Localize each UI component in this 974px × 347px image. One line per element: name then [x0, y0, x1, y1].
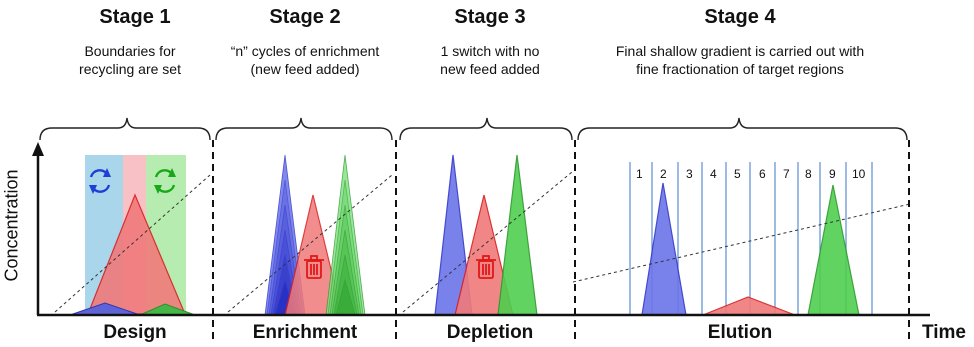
- phase-label-design: Design: [103, 322, 167, 343]
- stage-1-brace: [39, 117, 211, 141]
- stage-4-desc-line1: Final shallow gradient is carried out wi…: [615, 43, 865, 59]
- fraction-label-5: 5: [734, 167, 741, 181]
- elution-green-peak: [807, 184, 860, 316]
- stage-3-desc-line1: 1 switch with no: [440, 43, 540, 59]
- gradient-line-stage3: [402, 171, 573, 313]
- phase-label-enrichment: Enrichment: [252, 322, 358, 343]
- stage3-green-peak: [497, 154, 538, 316]
- elution-red-peak: [702, 296, 796, 316]
- stage-1-description: Boundaries for recycling are set: [50, 42, 210, 78]
- phase-label-depletion: Depletion: [446, 322, 534, 343]
- stage-4-desc-line2: fine fractionation of target regions: [636, 61, 844, 77]
- fraction-label-8: 8: [805, 167, 812, 181]
- fraction-label-1: 1: [636, 167, 643, 181]
- fraction-label-6: 6: [759, 167, 766, 181]
- recycle-blue-icon: [89, 168, 111, 194]
- stage-3-description: 1 switch with no new feed added: [400, 42, 580, 78]
- fraction-label-2: 2: [660, 167, 667, 181]
- stage2-green-peaks: [325, 154, 366, 316]
- trash-icon-stage3: [476, 255, 496, 279]
- recycle-green-icon: [154, 168, 176, 194]
- stage-1-desc-line2: recycling are set: [79, 61, 181, 77]
- stage-4-description: Final shallow gradient is carried out wi…: [575, 42, 905, 78]
- gradient-line-stage4: [572, 203, 911, 283]
- trash-icon: [304, 255, 324, 279]
- gradient-line-stage1: [54, 174, 211, 313]
- y-axis-arrow: [32, 142, 44, 156]
- fraction-label-7: 7: [783, 167, 790, 181]
- stage-4-brace: [577, 117, 908, 141]
- stage-1-desc-line1: Boundaries for: [84, 43, 176, 59]
- stage-4-title: Stage 4: [704, 6, 776, 28]
- stage-3-title: Stage 3: [454, 6, 526, 28]
- stage-3-desc-line2: new feed added: [440, 61, 540, 77]
- phase-label-elution: Elution: [707, 322, 773, 343]
- stage-2-description: “n” cycles of enrichment (new feed added…: [205, 42, 405, 78]
- stage-2-brace: [215, 117, 393, 141]
- stage-2-title: Stage 2: [269, 6, 341, 28]
- fraction-label-4: 4: [710, 167, 717, 181]
- fraction-label-9: 9: [829, 167, 836, 181]
- stage-3-brace: [399, 117, 573, 141]
- x-axis-label: Time: [922, 322, 967, 343]
- stage-2-desc-line1: “n” cycles of enrichment: [230, 43, 380, 59]
- fraction-label-10: 10: [852, 167, 866, 181]
- fraction-label-3: 3: [686, 167, 693, 181]
- stage-1-title: Stage 1: [99, 6, 171, 28]
- stage-2-desc-line2: (new feed added): [250, 61, 360, 77]
- y-axis-label: Concentration: [1, 169, 22, 282]
- elution-blue-peak: [641, 182, 687, 316]
